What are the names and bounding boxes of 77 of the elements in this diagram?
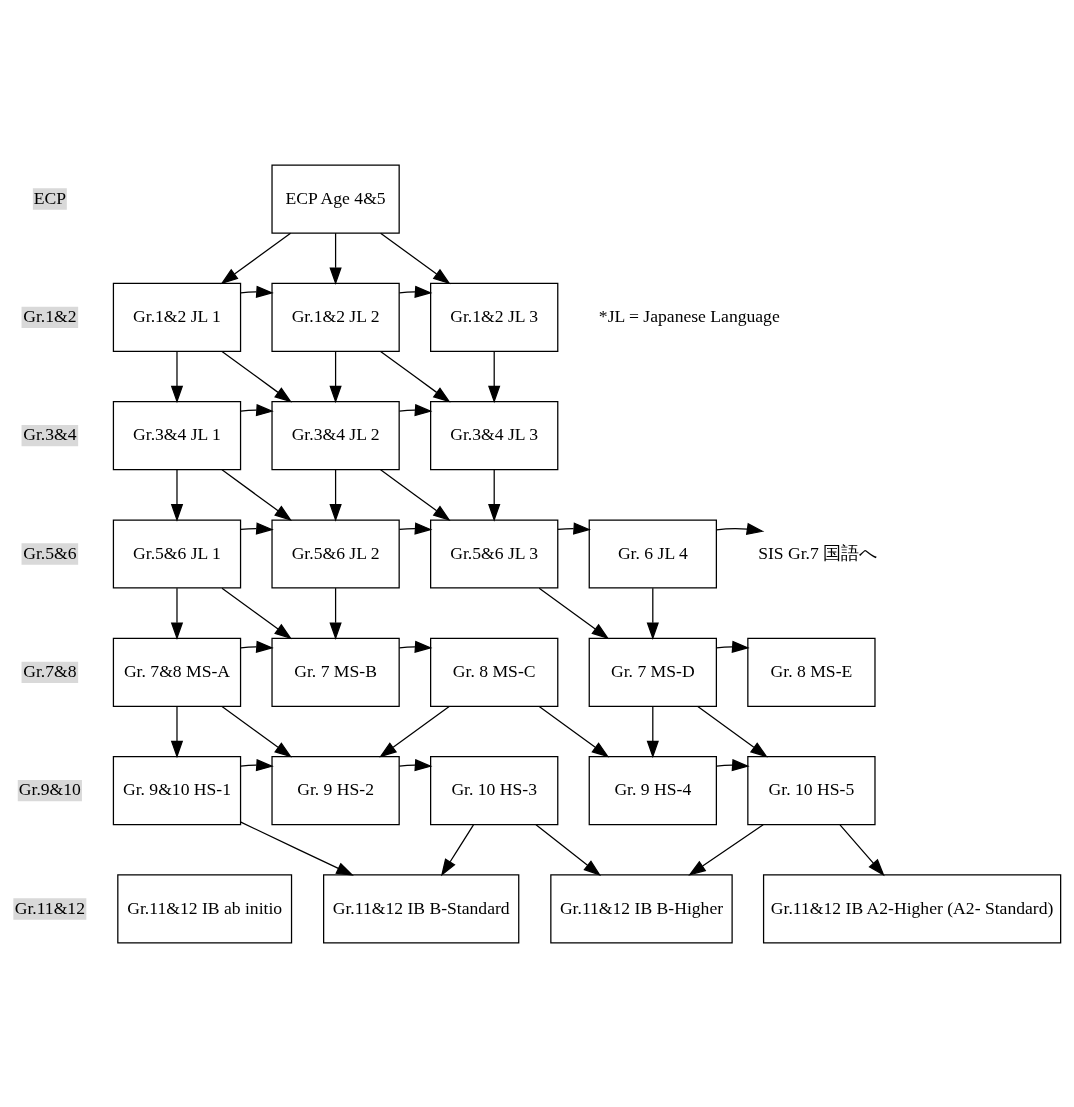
node-box: Gr.3&4 JL 3 xyxy=(430,400,559,470)
node-box: Gr. 9 HS-2 xyxy=(271,755,400,825)
arrow xyxy=(440,823,475,876)
arrow xyxy=(716,640,750,653)
arrow xyxy=(329,587,342,640)
arrow xyxy=(221,587,292,639)
arrow xyxy=(715,522,765,535)
node-box: Gr.3&4 JL 1 xyxy=(112,400,242,470)
arrow xyxy=(240,521,274,535)
node-box: Gr.5&6 JL 3 xyxy=(430,518,559,589)
arrow xyxy=(716,758,750,771)
label: Gr.11&12 xyxy=(14,897,85,918)
arrow xyxy=(240,285,274,298)
label: *JL = Japanese Language xyxy=(598,305,780,326)
label: Gr.7&8 xyxy=(23,660,77,681)
arrow xyxy=(646,587,659,640)
arrow xyxy=(240,821,354,876)
node-box: Gr.5&6 JL 1 xyxy=(112,518,242,589)
node-box: Gr. 9&10 HS-1 xyxy=(112,755,242,825)
label: Gr.3&4 xyxy=(23,423,77,444)
node-box: Gr.11&12 IB ab initio xyxy=(117,873,293,944)
arrow xyxy=(170,587,184,640)
arrow xyxy=(170,705,184,758)
node-text: SIS Gr.7 国語へ xyxy=(758,542,878,563)
arrow xyxy=(398,403,433,416)
node-box: Gr.11&12 IB B-Standard xyxy=(323,873,520,944)
node-box: Gr.3&4 JL 2 xyxy=(271,400,400,470)
arrow xyxy=(221,350,292,403)
node-box: Gr.1&2 JL 2 xyxy=(271,282,400,352)
label: Gr.9&10 xyxy=(18,778,81,799)
label: Gr.1&2 xyxy=(23,305,77,326)
arrow xyxy=(380,350,451,403)
node-box: Gr.1&2 JL 1 xyxy=(112,282,242,352)
arrow xyxy=(329,468,342,522)
arrow xyxy=(380,468,451,521)
node-box: Gr. 7 MS-D xyxy=(588,637,717,707)
arrow xyxy=(240,403,274,416)
arrow xyxy=(398,285,433,298)
arrow xyxy=(488,468,501,522)
node-box: Gr. 10 HS-5 xyxy=(747,755,876,825)
node-box: Gr. 8 MS-C xyxy=(430,637,559,707)
arrow xyxy=(170,350,184,403)
node-box: Gr. 10 HS-3 xyxy=(430,755,559,825)
node-box: Gr. 9 HS-4 xyxy=(588,755,717,825)
arrow xyxy=(557,521,591,535)
arrow xyxy=(398,521,433,535)
arrow xyxy=(380,232,451,284)
arrow xyxy=(538,705,610,758)
label: Gr.5&6 xyxy=(23,542,77,563)
node-box: Gr. 7 MS-B xyxy=(271,637,400,707)
arrow xyxy=(398,640,433,653)
arrow xyxy=(535,823,602,876)
arrow xyxy=(538,587,610,639)
arrow xyxy=(379,705,450,758)
arrow xyxy=(697,705,768,758)
node-box: Gr.11&12 IB B-Higher xyxy=(550,873,733,944)
arrow xyxy=(221,468,292,521)
arrow xyxy=(329,232,342,285)
node-box: ECP Age 4&5 xyxy=(271,163,400,234)
node-box: Gr. 7&8 MS-A xyxy=(112,637,242,707)
arrow xyxy=(221,705,292,758)
arrow xyxy=(329,350,342,403)
node-box: Gr. 8 MS-E xyxy=(747,637,876,707)
node-box: Gr.1&2 JL 3 xyxy=(430,282,559,352)
arrow xyxy=(646,705,659,758)
node-box: Gr.11&12 IB A2-Higher (A2- Standard) xyxy=(762,873,1062,944)
arrow xyxy=(839,823,885,876)
arrow xyxy=(240,640,274,653)
arrow xyxy=(488,350,501,403)
arrow xyxy=(688,823,764,876)
arrow xyxy=(220,232,292,284)
arrow xyxy=(240,758,274,771)
node-box: Gr.5&6 JL 2 xyxy=(271,518,400,589)
arrow xyxy=(170,468,184,522)
node-box: Gr. 6 JL 4 xyxy=(588,518,717,589)
label: ECP xyxy=(33,187,66,208)
arrow xyxy=(398,758,433,771)
